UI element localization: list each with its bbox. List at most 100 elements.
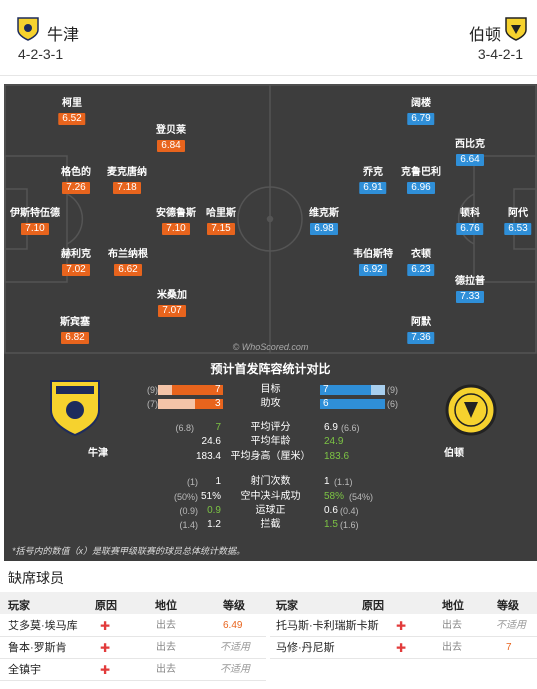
- missing-player-name[interactable]: 全镇宇: [8, 664, 41, 676]
- home-value: 7: [215, 384, 221, 395]
- away-season-value: (1.6): [340, 520, 359, 530]
- header-status: 地位: [155, 600, 177, 612]
- away-season-value: (54%): [349, 492, 374, 502]
- player-name: 维克斯: [309, 208, 339, 219]
- missing-player-name[interactable]: 艾多莫·埃马库: [8, 620, 78, 632]
- missing-status: 出去: [442, 620, 462, 631]
- home-value: 183.4: [195, 451, 221, 462]
- home-player[interactable]: 格色的 7.26: [61, 167, 91, 194]
- header-status: 地位: [442, 600, 464, 612]
- away-value: 183.6: [324, 451, 350, 462]
- away-team-name[interactable]: 伯顿: [468, 27, 501, 44]
- player-rating: 7.18: [113, 182, 141, 194]
- home-season-value: (7): [147, 399, 158, 409]
- missing-table-header: [0, 592, 537, 614]
- home-player[interactable]: 米桑加 7.07: [157, 290, 187, 317]
- player-rating: 6.92: [359, 264, 387, 276]
- missing-player-name[interactable]: 托马斯·卡利瑞斯卡斯: [276, 620, 379, 632]
- player-name: 格色的: [61, 167, 91, 178]
- away-value: 58%: [324, 491, 345, 502]
- stat-row-avg-rating: (6.8) 7 平均评分 6.9 (6.6): [4, 421, 537, 435]
- home-bar-fill: [172, 385, 223, 395]
- burton-crest-large-icon: [445, 384, 497, 436]
- away-player[interactable]: 顿科 6.76: [456, 208, 484, 235]
- player-rating: 7.26: [62, 182, 90, 194]
- away-player[interactable]: 韦伯斯特 6.92: [353, 249, 393, 276]
- lineup-stats-panel: 预计首发阵容统计对比 牛津 伯顿 (9) 7 目标 7 (9) (7): [4, 354, 537, 561]
- stat-label: 射门次数: [250, 476, 291, 487]
- player-name: 哈里斯: [206, 208, 236, 219]
- stat-label: 运球正: [255, 505, 286, 516]
- home-value: 3: [215, 398, 221, 409]
- stat-row-aerials: (50%) 51% 空中决斗成功 58% (54%): [4, 490, 537, 504]
- missing-player-name[interactable]: 鲁本·罗斯肯: [8, 642, 67, 654]
- away-bar-fill: [320, 399, 385, 409]
- player-name: 安德鲁斯: [156, 208, 196, 219]
- away-player[interactable]: 西比克 6.64: [455, 139, 485, 166]
- home-season-value: (50%): [173, 492, 198, 502]
- player-rating: 7.10: [21, 223, 49, 235]
- away-player[interactable]: 乔克 6.91: [359, 167, 387, 194]
- away-player[interactable]: 克鲁巴利 6.96: [401, 167, 441, 194]
- table-row[interactable]: 艾多莫·埃马库 ✚ 出去 6.49: [0, 615, 266, 637]
- away-team-label: 伯顿: [444, 448, 464, 459]
- home-formation: 4-2-3-1: [18, 46, 64, 62]
- away-player[interactable]: 衣顿 6.23: [407, 249, 435, 276]
- missing-status: 出去: [442, 642, 462, 653]
- injury-cross-icon: ✚: [100, 619, 111, 633]
- oxford-crest-icon: [17, 17, 39, 41]
- player-name: 阔楼: [411, 98, 431, 109]
- away-season-value: (1.1): [334, 477, 353, 487]
- home-player[interactable]: 麦克唐纳 7.18: [107, 167, 147, 194]
- player-rating: 7.07: [158, 305, 186, 317]
- player-rating: 7.02: [62, 264, 90, 276]
- missing-player-name[interactable]: 马修·丹尼斯: [276, 642, 335, 654]
- table-row[interactable]: 托马斯·卡利瑞斯卡斯 ✚ 出去 不适用: [270, 615, 537, 637]
- stat-row-dribbles: (0.9) 0.9 运球正 0.6 (0.4): [4, 504, 537, 518]
- away-player[interactable]: 阿默 7.36: [407, 317, 435, 344]
- player-name: 阿代: [508, 208, 528, 219]
- player-rating: 7.10: [162, 223, 190, 235]
- home-value: 0.9: [207, 505, 221, 516]
- home-player[interactable]: 布兰纳根 6.62: [108, 249, 148, 276]
- home-value: 1: [215, 476, 221, 487]
- away-value: 6: [323, 398, 329, 409]
- home-season-value: (1): [187, 477, 198, 487]
- away-player[interactable]: 德拉普 7.33: [455, 276, 485, 303]
- player-name: 柯里: [62, 98, 82, 109]
- player-rating: 6.82: [61, 332, 89, 344]
- pitch: 柯里 6.52 登贝莱 6.84 格色的 7.26 麦克唐纳 7.18 伊斯特伍…: [4, 84, 537, 354]
- home-player[interactable]: 赫利克 7.02: [61, 249, 91, 276]
- home-season-value: (6.8): [175, 423, 194, 433]
- header-rating: 等级: [223, 600, 245, 612]
- header-player: 玩家: [276, 600, 298, 612]
- player-rating: 6.91: [359, 182, 387, 194]
- player-name: 韦伯斯特: [353, 249, 393, 260]
- home-player[interactable]: 柯里 6.52: [58, 98, 86, 125]
- stat-row-interceptions: (1.4) 1.2 拦截 1.5 (1.6): [4, 518, 537, 532]
- away-player[interactable]: 维克斯 6.98: [309, 208, 339, 235]
- home-player[interactable]: 安德鲁斯 7.10: [156, 208, 196, 235]
- home-season-value: (1.4): [179, 520, 198, 530]
- home-player[interactable]: 斯宾塞 6.82: [60, 317, 90, 344]
- away-player[interactable]: 阔楼 6.79: [407, 98, 435, 125]
- stat-row-avg-height: 183.4 平均身高（厘米） 183.6: [4, 450, 537, 464]
- away-season-value: (9): [387, 385, 398, 395]
- missing-rating: 6.49: [223, 620, 243, 631]
- player-name: 斯宾塞: [60, 317, 90, 328]
- player-name: 米桑加: [157, 290, 187, 301]
- stat-label: 空中决斗成功: [240, 491, 301, 502]
- table-row[interactable]: 全镇宇 ✚ 出去 不适用: [0, 659, 266, 681]
- away-player[interactable]: 阿代 6.53: [504, 208, 532, 235]
- home-player[interactable]: 伊斯特伍德 7.10: [10, 208, 60, 235]
- home-player[interactable]: 登贝莱 6.84: [156, 125, 186, 152]
- table-row[interactable]: 马修·丹尼斯 ✚ 出去 7: [270, 637, 537, 659]
- pitch-lines: [4, 84, 537, 354]
- table-row[interactable]: 鲁本·罗斯肯 ✚ 出去 不适用: [0, 637, 266, 659]
- home-team-name[interactable]: 牛津: [47, 27, 80, 44]
- stats-title: 预计首发阵容统计对比: [210, 362, 331, 376]
- player-name: 顿科: [460, 208, 480, 219]
- home-player[interactable]: 哈里斯 7.15: [206, 208, 236, 235]
- player-rating: 6.76: [456, 223, 484, 235]
